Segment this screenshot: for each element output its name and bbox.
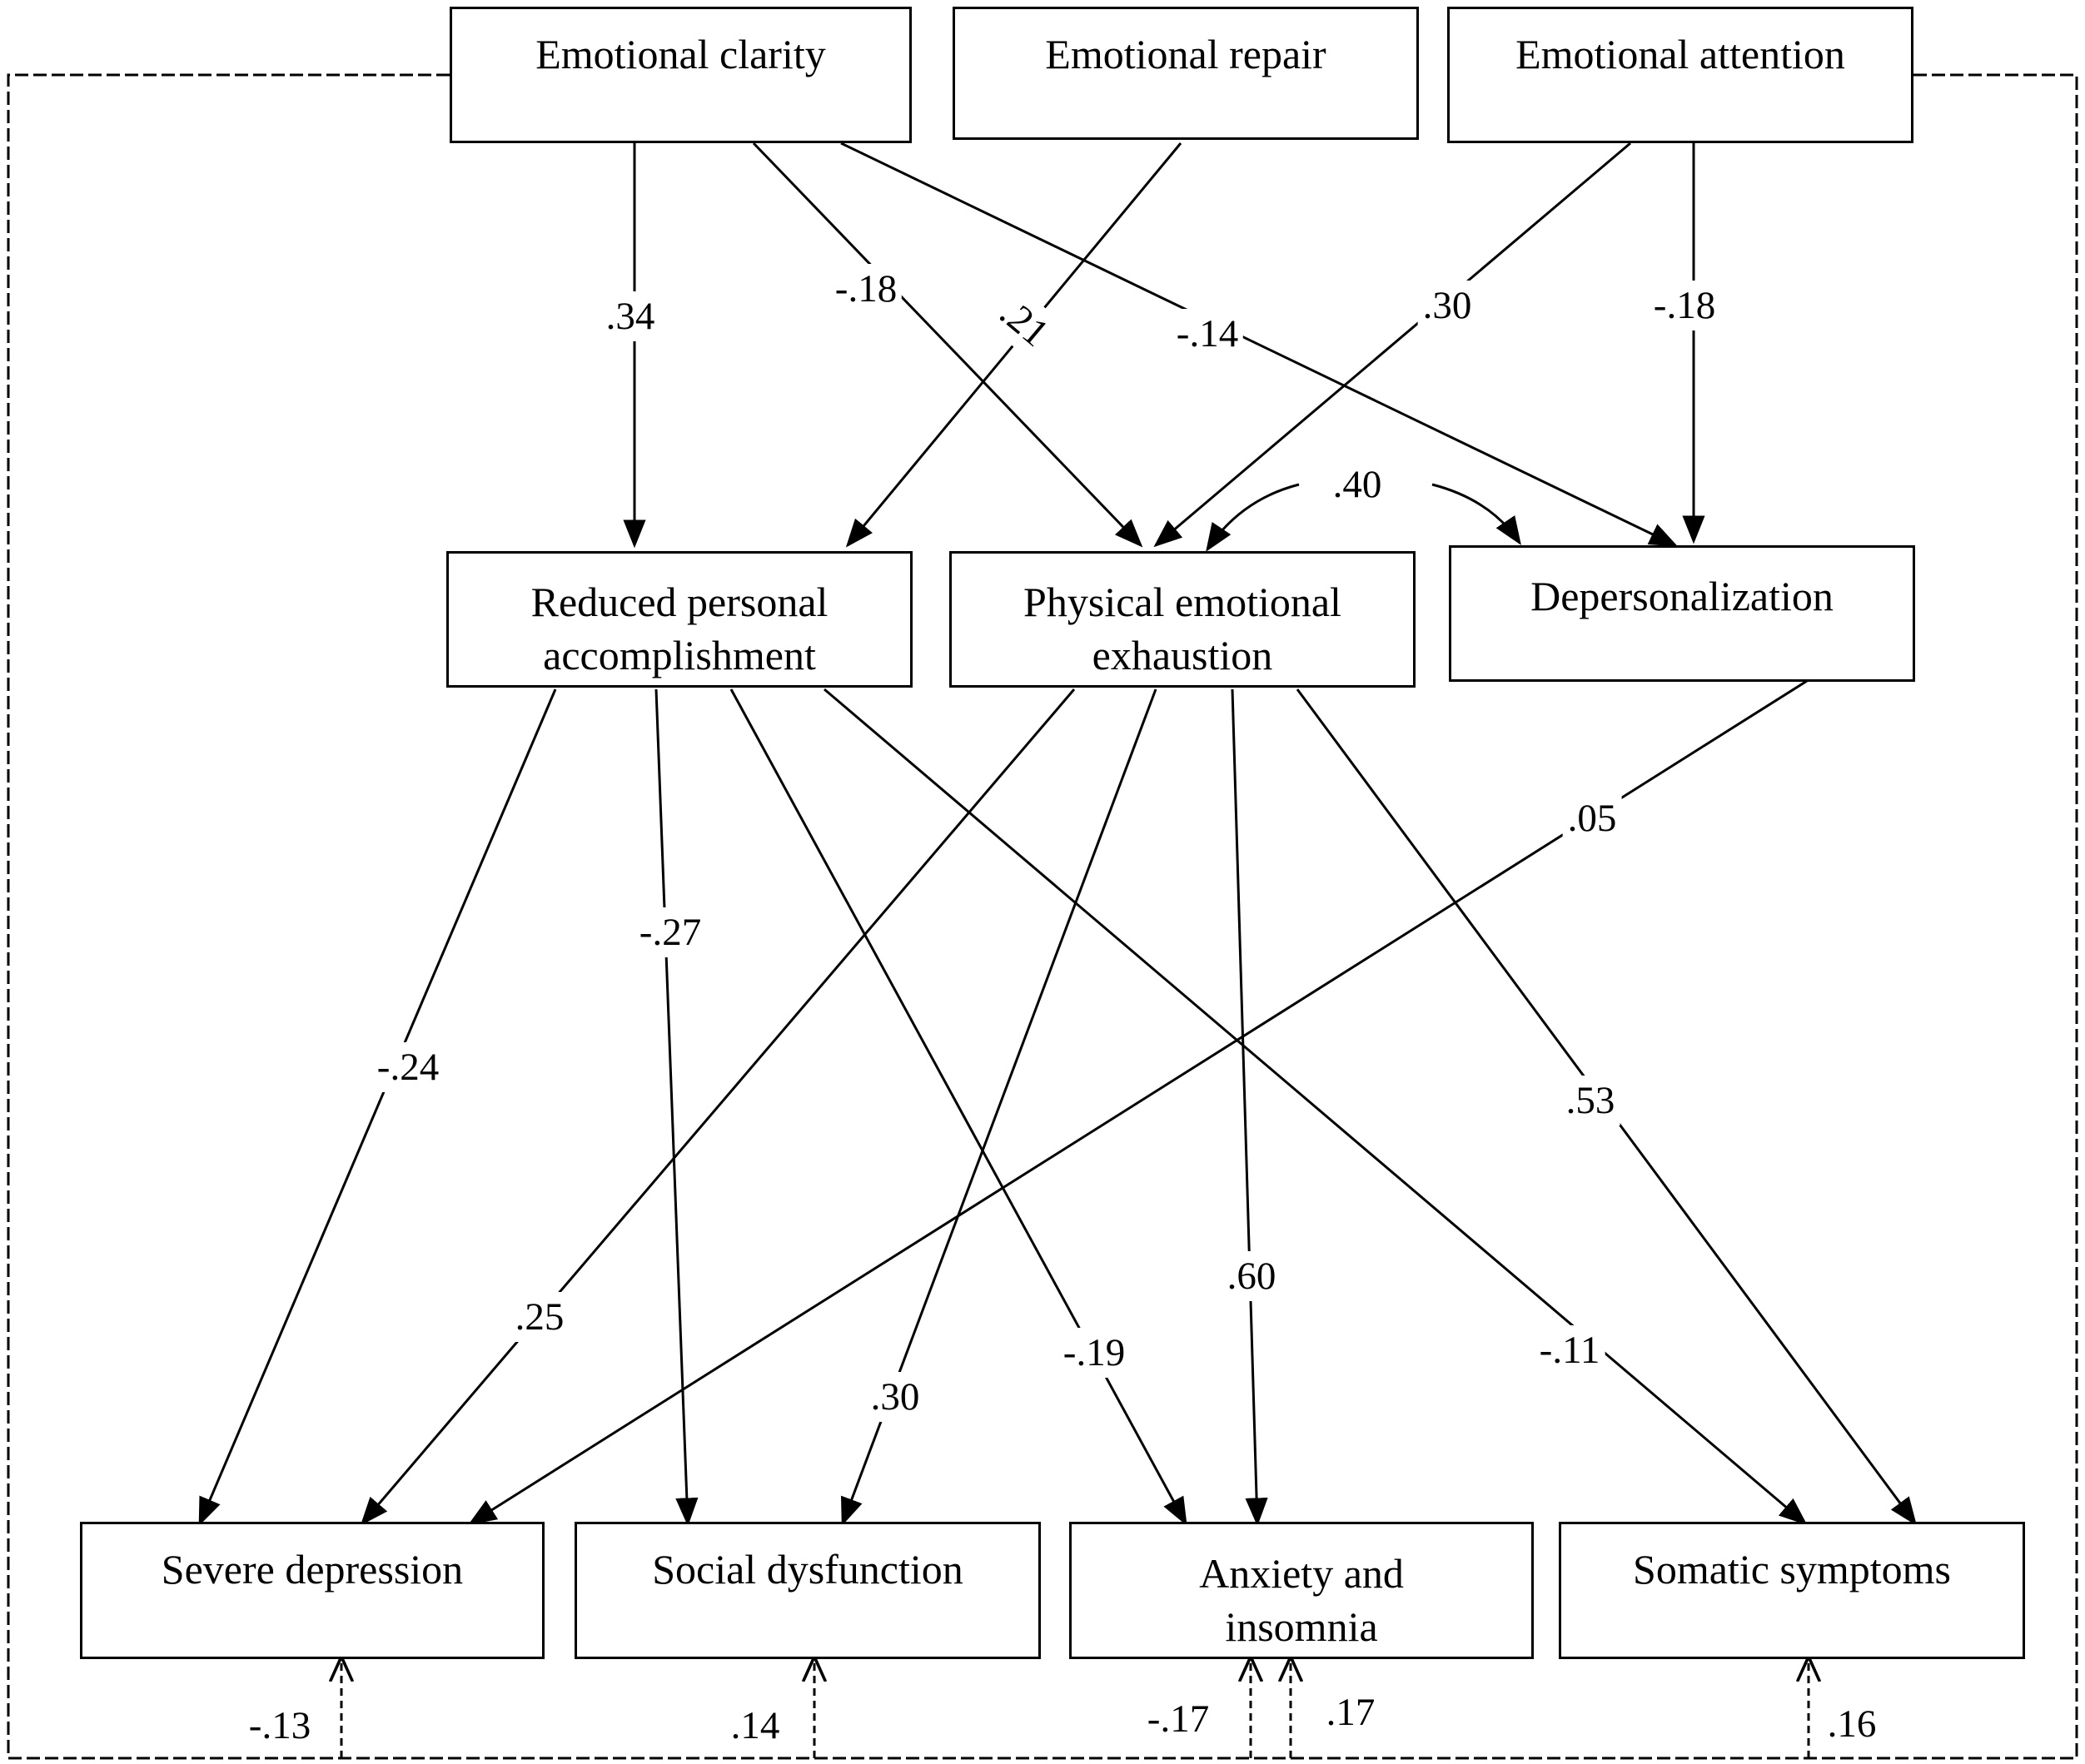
arrow-exhaustion-depression (360, 688, 1076, 1526)
coef-exhaustion-somatic: .53 (1560, 1076, 1620, 1125)
coef-attention-somatic: .16 (1827, 1702, 1877, 1746)
node-emotional-repair-label: Emotional repair (1045, 31, 1326, 77)
coef-clarity-depersonalization: -.14 (1171, 309, 1244, 359)
coef-clarity-reduced: .34 (600, 291, 660, 341)
arrow-exhaustion-anxiety (1231, 688, 1268, 1527)
coef-depersonalization-depression: .05 (1562, 793, 1622, 843)
coef-clarity-depression: -.13 (248, 1704, 311, 1747)
node-emotional-clarity: Emotional clarity (450, 7, 912, 143)
coef-reduced-anxiety: -.19 (1057, 1328, 1131, 1378)
node-somatic-symptoms-label: Somatic symptoms (1633, 1546, 1951, 1593)
coef-clarity-exhaustion: -.18 (829, 264, 903, 314)
node-exhaustion-label-line1: Physical emotional (1023, 579, 1341, 625)
coef-exhaustion-depersonalization: .40 (1327, 460, 1387, 509)
node-physical-emotional-exhaustion: Physical emotional exhaustion (949, 551, 1416, 688)
node-reduced-personal-accomplishment: Reduced personal accomplishment (446, 551, 913, 688)
node-reduced-label-line2: accomplishment (543, 632, 816, 678)
node-anxiety-insomnia: Anxiety and insomnia (1069, 1522, 1534, 1659)
node-anxiety-label-line2: insomnia (1225, 1603, 1378, 1650)
arrow-exhaustion-depersonalization-left (1206, 483, 1300, 552)
coef-reduced-depression: -.24 (371, 1042, 445, 1092)
arrow-reduced-social (654, 688, 699, 1527)
coef-attention-exhaustion: .30 (1417, 281, 1477, 330)
node-severe-depression-label: Severe depression (161, 1546, 464, 1593)
node-emotional-clarity-label: Emotional clarity (535, 31, 826, 77)
node-severe-depression: Severe depression (80, 1522, 545, 1659)
node-depersonalization-label: Depersonalization (1530, 573, 1834, 619)
coef-exhaustion-social: .30 (865, 1372, 925, 1422)
node-social-dysfunction-label: Social dysfunction (652, 1546, 963, 1593)
coef-clarity-social: .14 (730, 1704, 780, 1747)
coef-attention-anxiety: .17 (1326, 1691, 1376, 1734)
arrow-exhaustion-depersonalization-right (1431, 483, 1521, 545)
coef-exhaustion-depression: .25 (510, 1292, 570, 1342)
node-somatic-symptoms: Somatic symptoms (1559, 1522, 2025, 1659)
node-anxiety-label-line1: Anxiety and (1199, 1549, 1404, 1597)
node-reduced-label-line1: Reduced personal (530, 579, 829, 625)
arrow-clarity-depersonalization (840, 142, 1679, 547)
node-social-dysfunction: Social dysfunction (575, 1522, 1041, 1659)
node-exhaustion-label-line2: exhaustion (1092, 632, 1273, 678)
node-emotional-repair: Emotional repair (953, 7, 1419, 140)
arrow-reduced-somatic (824, 688, 1808, 1526)
arrow-reduced-anxiety (729, 688, 1187, 1526)
coef-exhaustion-anxiety: .60 (1222, 1251, 1281, 1301)
node-depersonalization: Depersonalization (1449, 545, 1915, 682)
coef-reduced-somatic: -.11 (1534, 1325, 1605, 1375)
dashed-frame (7, 73, 2078, 1760)
arrow-clarity-exhaustion (752, 142, 1143, 548)
coef-reduced-social: -.27 (634, 907, 707, 957)
arrow-attention-exhaustion (1153, 142, 1631, 548)
coef-attention-depersonalization: -.18 (1648, 281, 1721, 330)
arrow-reduced-depression (198, 688, 557, 1527)
node-emotional-attention-label: Emotional attention (1515, 31, 1845, 77)
node-emotional-attention: Emotional attention (1447, 7, 1913, 143)
coef-clarity-anxiety: -.17 (1147, 1697, 1210, 1741)
